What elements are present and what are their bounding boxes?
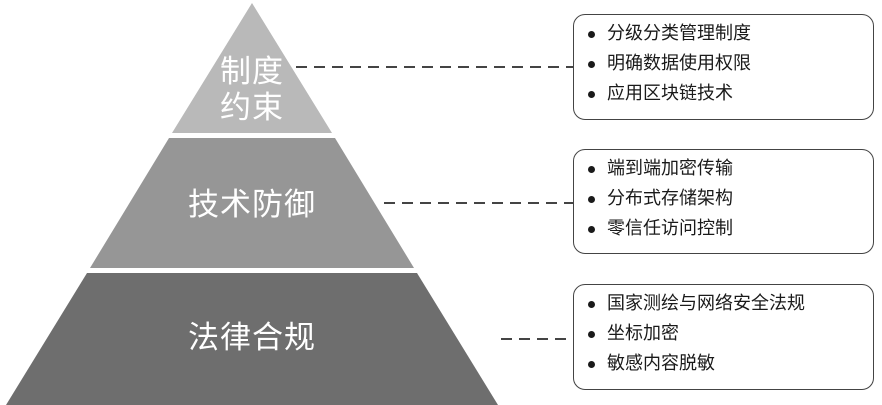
list-item: 坐标加密 [588, 319, 863, 349]
tier-label-top-line-1: 制度 [220, 54, 284, 90]
detail-list-bottom: 国家测绘与网络安全法规 坐标加密 敏感内容脱敏 [588, 289, 863, 379]
detail-box-middle: 端到端加密传输 分布式存储架构 零信任访问控制 [573, 149, 874, 254]
bullet-icon [588, 90, 595, 98]
detail-list-top: 分级分类管理制度 明确数据使用权限 应用区块链技术 [588, 19, 863, 109]
tier-label-middle: 技术防御 [188, 187, 316, 223]
list-item: 端到端加密传输 [588, 154, 863, 184]
list-item: 零信任访问控制 [588, 214, 863, 244]
list-item: 国家测绘与网络安全法规 [588, 289, 863, 319]
bullet-icon [588, 300, 595, 308]
bullet-icon [588, 360, 595, 368]
bullet-icon [588, 165, 595, 173]
list-item: 明确数据使用权限 [588, 49, 863, 79]
list-item: 分级分类管理制度 [588, 19, 863, 49]
bullet-icon [588, 330, 595, 338]
pyramid-tier-bottom [6, 273, 498, 405]
pyramid-tier-middle [90, 138, 414, 268]
bullet-icon [588, 195, 595, 203]
list-item: 敏感内容脱敏 [588, 349, 863, 379]
list-item: 分布式存储架构 [588, 184, 863, 214]
bullet-icon [588, 30, 595, 38]
list-item: 应用区块链技术 [588, 79, 863, 109]
bullet-icon [588, 225, 595, 233]
detail-list-middle: 端到端加密传输 分布式存储架构 零信任访问控制 [588, 154, 863, 244]
detail-box-top: 分级分类管理制度 明确数据使用权限 应用区块链技术 [573, 14, 874, 120]
tier-label-top-line-2: 约束 [220, 90, 284, 126]
pyramid-tier-top [172, 3, 332, 133]
tier-label-bottom: 法律合规 [188, 320, 316, 356]
bullet-icon [588, 60, 595, 68]
detail-box-bottom: 国家测绘与网络安全法规 坐标加密 敏感内容脱敏 [573, 284, 874, 390]
